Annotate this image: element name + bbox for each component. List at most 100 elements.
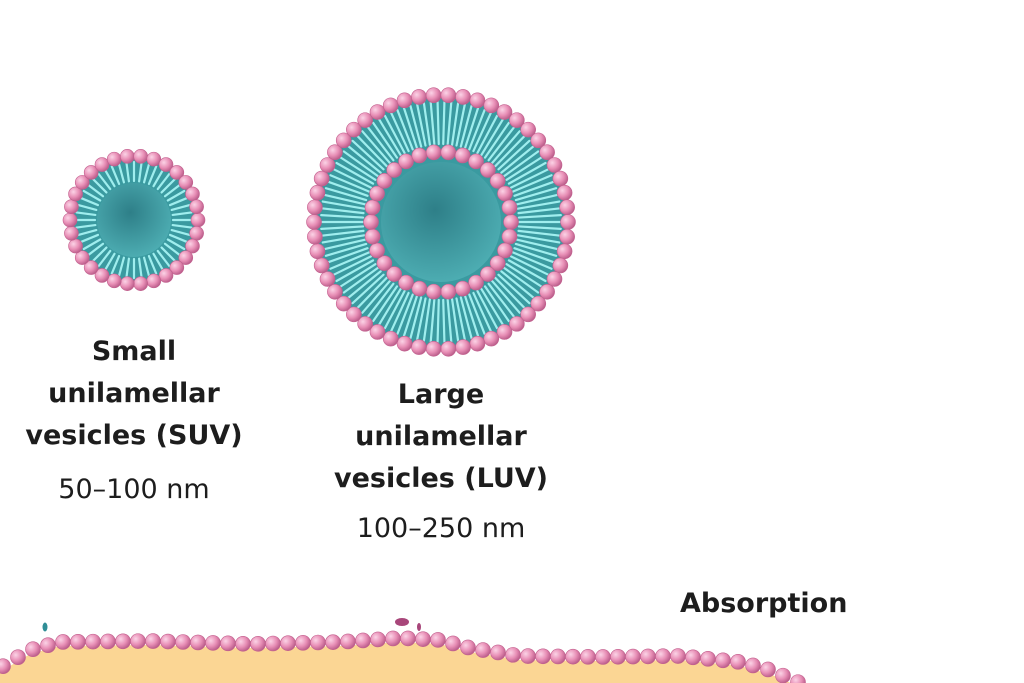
lipid-tail — [332, 255, 373, 277]
lipid-tail — [511, 174, 553, 193]
lipid-tail — [494, 134, 526, 168]
lipid-tail — [372, 285, 399, 323]
lipid-head — [319, 157, 336, 173]
lipid-tail — [511, 251, 553, 270]
lipid-tail — [416, 103, 427, 147]
lipid-tail — [490, 279, 521, 314]
lipid-head — [146, 151, 162, 167]
lipid-tail — [156, 249, 171, 268]
lipid-head — [415, 631, 431, 647]
lipid-head — [489, 173, 506, 189]
lipid-tail — [156, 172, 171, 191]
lipid-head — [25, 641, 41, 658]
lipid-head — [83, 260, 99, 275]
lipid-head — [68, 238, 83, 254]
lipid-head — [440, 87, 457, 104]
suv-title: Small unilamellar vesicles (SUV) — [0, 331, 284, 457]
lipid-head — [106, 273, 122, 289]
lipid-head — [483, 97, 500, 114]
lipid-tail — [168, 233, 189, 244]
lipid-tail — [429, 298, 436, 343]
lipid-head — [55, 634, 71, 650]
lipid-tail — [147, 165, 158, 186]
lipid-head — [400, 630, 416, 647]
lipid-tail — [110, 254, 121, 275]
lipid-head — [74, 175, 90, 190]
lipid-tail — [459, 296, 473, 340]
lipid-tail — [490, 130, 521, 165]
lipid-head — [685, 649, 701, 666]
lipid-head — [440, 283, 457, 300]
lipid-tail — [171, 223, 193, 229]
lipid-head — [85, 633, 101, 650]
lipid-head — [369, 104, 386, 120]
cell-membrane — [0, 618, 806, 683]
lipid-tail — [97, 172, 112, 191]
luv-title-line: Large — [397, 379, 485, 410]
lipid-head — [357, 316, 373, 332]
lipid-head — [480, 266, 496, 282]
lipid-tail — [436, 298, 440, 344]
lipid-tail — [468, 109, 486, 151]
lipid-head — [501, 199, 518, 216]
lipid-tail — [323, 193, 367, 206]
lipid-head — [454, 280, 471, 297]
lipid-tail — [515, 238, 559, 251]
lipid-tail — [509, 167, 550, 189]
lipid-head — [309, 243, 326, 260]
lipid-head — [565, 648, 581, 665]
lipid-tail — [422, 298, 431, 342]
lipid-head — [120, 149, 135, 164]
lipid-tail — [513, 180, 556, 197]
lipid-tail — [75, 211, 97, 217]
lipid-tail — [76, 203, 98, 212]
lipid-head — [189, 226, 204, 241]
lipid-head — [10, 649, 26, 666]
lipid-tail — [142, 256, 151, 278]
lipid-tail — [497, 139, 531, 171]
lipid-tail — [487, 282, 516, 319]
lipid-tail — [361, 279, 392, 314]
lipid-head — [730, 653, 746, 670]
lipid-head — [455, 339, 471, 355]
lipid-head — [501, 228, 518, 245]
lipid-head — [158, 268, 174, 283]
lipid-tail — [152, 252, 165, 272]
lipid-head — [775, 667, 791, 683]
lipid-head — [425, 283, 442, 300]
lipid-head — [220, 635, 236, 652]
lipid-head — [483, 330, 500, 347]
lipid-head — [74, 250, 90, 265]
lipid-tail — [390, 291, 410, 333]
lipid-tail — [103, 168, 116, 188]
lipid-tail — [324, 187, 368, 202]
suv-title-line: Small — [91, 336, 177, 367]
lipid-tail — [396, 109, 414, 151]
lipid-head — [369, 242, 385, 259]
lipid-head — [496, 324, 513, 340]
lipid-tail — [507, 259, 547, 283]
lipid-head — [559, 228, 575, 245]
lipid-tail — [342, 150, 379, 178]
lipid-tail — [436, 100, 440, 146]
lipid-tail — [483, 121, 510, 159]
lipid-tail — [91, 177, 108, 194]
lipid-tail — [402, 295, 418, 338]
lipid-head — [307, 199, 323, 216]
lipid-head — [559, 199, 575, 216]
lipid-head — [62, 212, 78, 228]
lipid-head — [376, 173, 393, 189]
lipid-head — [475, 642, 491, 658]
lipid-head — [580, 649, 596, 665]
lipid-tail — [320, 229, 365, 237]
luv-vesicle — [306, 87, 576, 357]
lipid-head — [535, 648, 551, 665]
lipid-tail — [82, 189, 102, 202]
lipid-head — [70, 633, 86, 650]
lipid-head — [396, 335, 413, 352]
lipid-head — [0, 658, 11, 674]
lipid-tail — [125, 161, 131, 183]
lipid-tail — [476, 114, 499, 155]
lipid-tail — [446, 101, 453, 146]
lipid-head — [178, 175, 194, 190]
